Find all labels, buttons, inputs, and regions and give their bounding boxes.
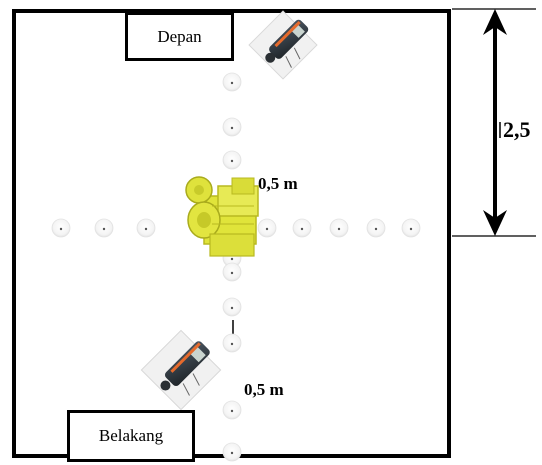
dimension-arrowhead-top (483, 9, 507, 35)
measurement-point-center (230, 126, 234, 130)
measurement-point-center (230, 451, 234, 455)
measurement-point-center (337, 227, 341, 231)
measurement-point-center (230, 159, 234, 163)
measurement-point-center (230, 342, 234, 346)
measurement-points (51, 72, 421, 462)
sound-level-meter-icon (248, 10, 318, 80)
sound-level-meter-icon (140, 329, 222, 411)
measurement-point-center (374, 227, 378, 231)
measurement-point-center (102, 227, 106, 231)
distance-label-top: 0,5 m (258, 174, 298, 193)
tractor-engine-icon (185, 176, 259, 257)
measurement-point-center (230, 81, 234, 85)
measurement-point-center (230, 257, 234, 261)
measurement-point-center (300, 227, 304, 231)
front-label: Depan (125, 12, 234, 61)
measurement-point-center (230, 409, 234, 413)
measurement-point-center (230, 271, 234, 275)
dimension-arrowhead-bottom (483, 210, 507, 236)
measurement-point-center (59, 227, 63, 231)
dimension-label: 2,5 (503, 117, 531, 142)
distance-label-bottom: 0,5 m (244, 380, 284, 399)
measurement-point-center (230, 306, 234, 310)
measurement-point-center (409, 227, 413, 231)
measurement-point-center (144, 227, 148, 231)
measurement-point-center (265, 227, 269, 231)
back-label: Belakang (67, 410, 195, 462)
